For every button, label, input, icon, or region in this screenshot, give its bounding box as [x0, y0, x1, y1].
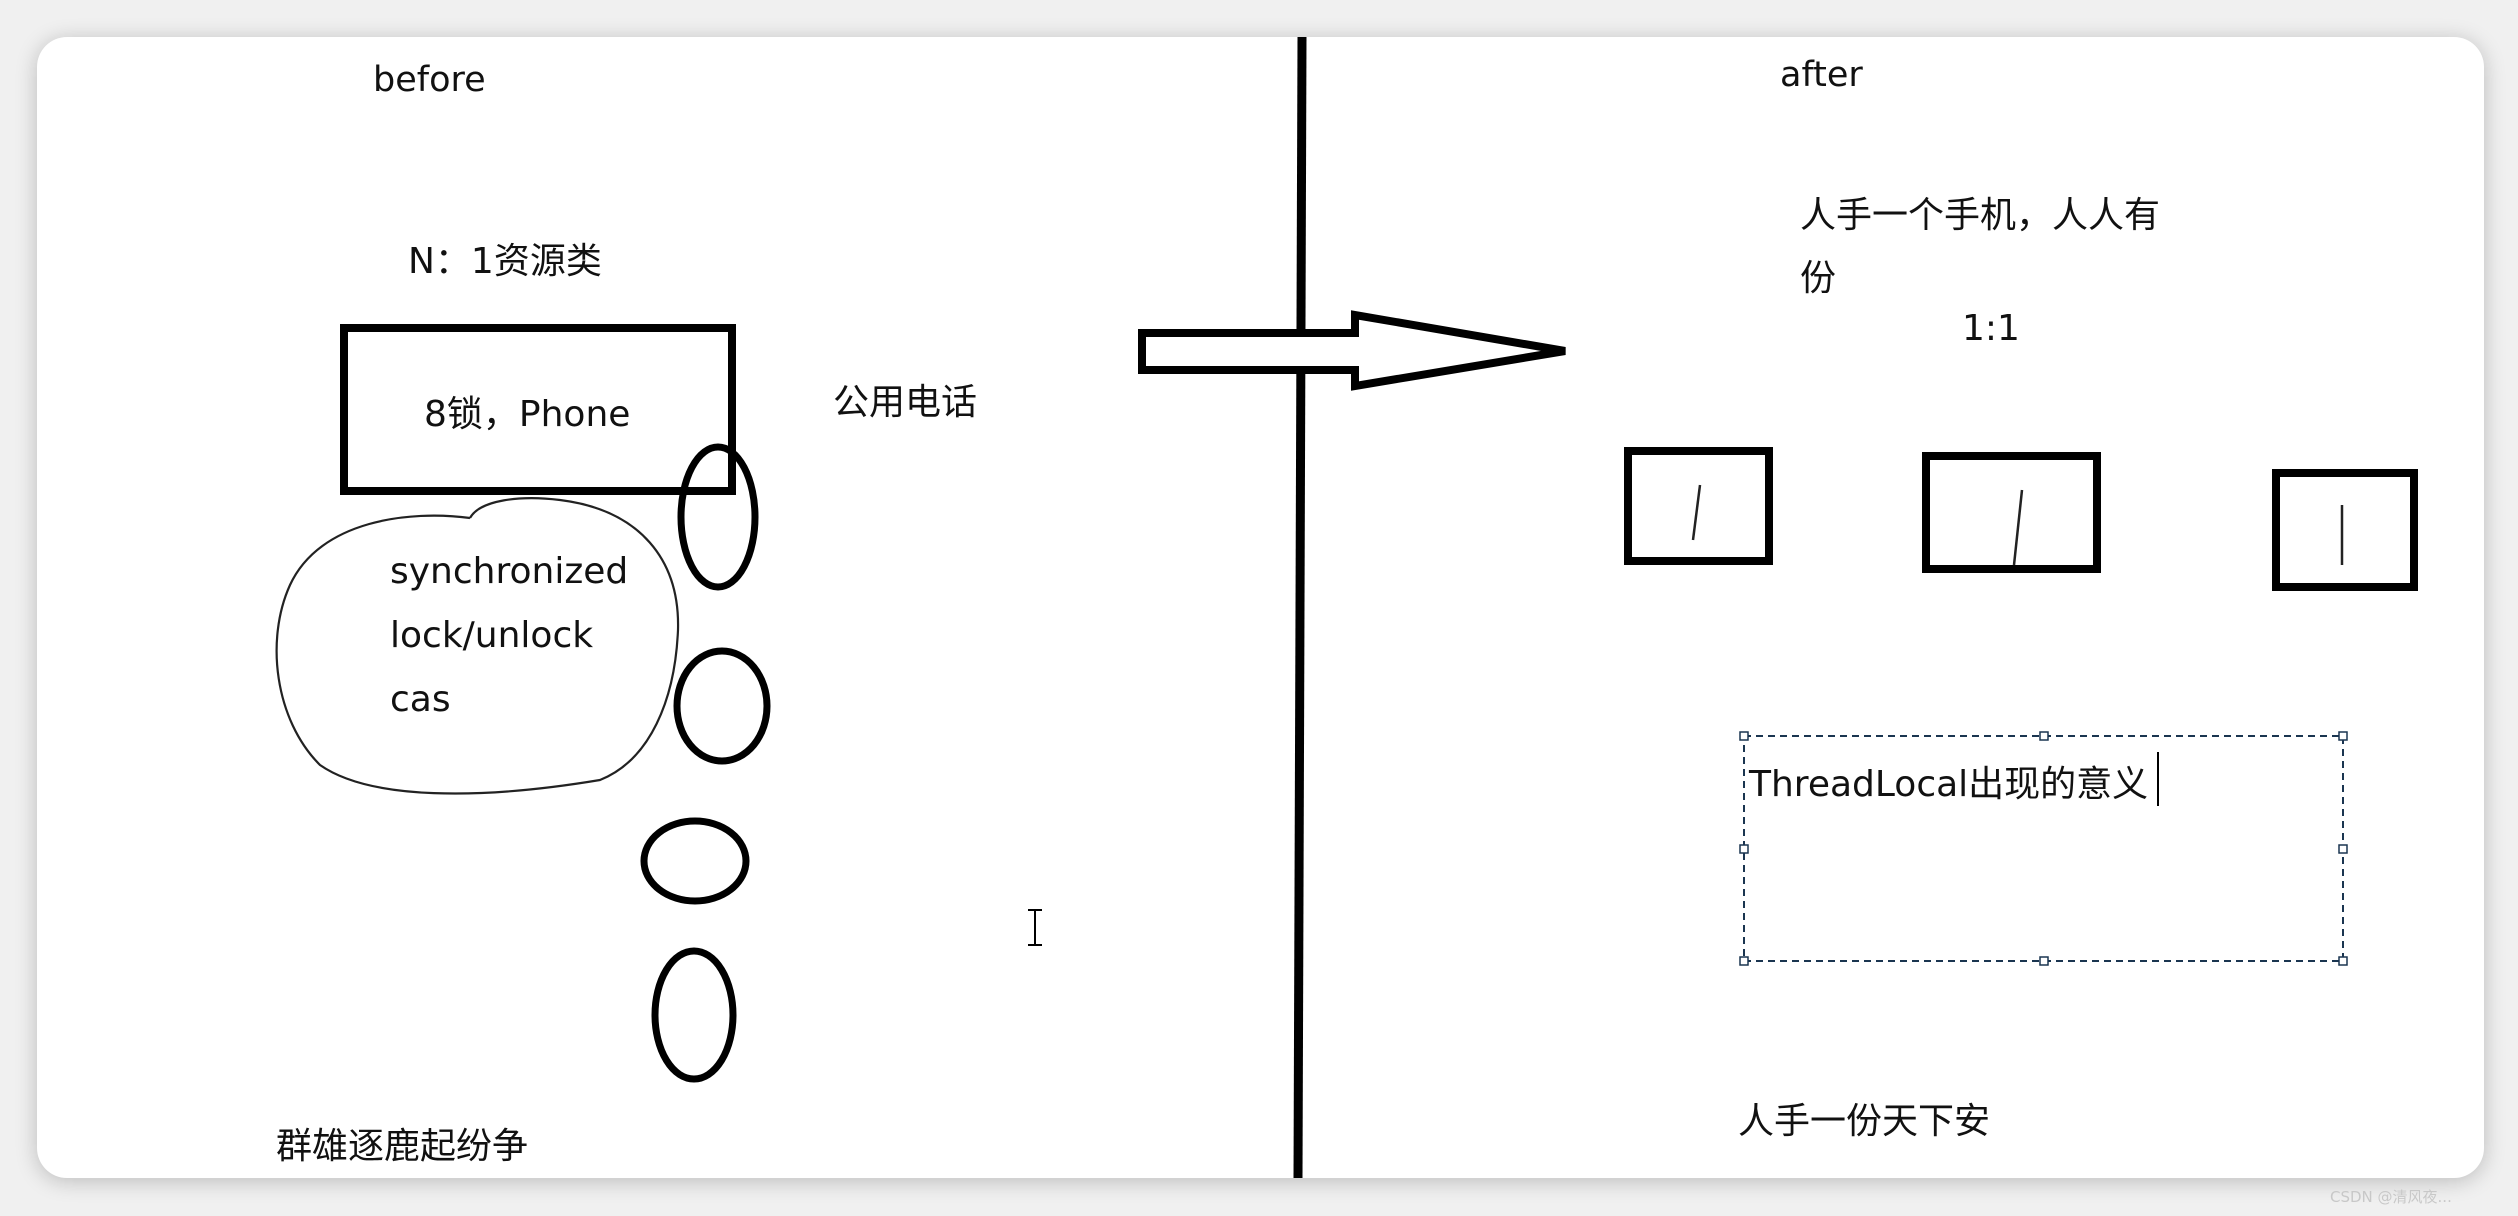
phone-box-1-mark [1691, 484, 1702, 541]
lock-method-cas: cas [390, 679, 451, 720]
selection-handles [1739, 731, 2348, 966]
ratio-label-right: 1:1 [1962, 308, 2020, 349]
lock-loop [275, 497, 680, 795]
thread-oval-1 [677, 443, 759, 591]
divider-line [1293, 36, 1307, 1179]
thread-oval-4 [651, 947, 737, 1083]
ibeam-cursor-icon [1028, 909, 1042, 946]
public-phone-label: 公用电话 [833, 382, 978, 423]
threadlocal-textbox-text[interactable]: ThreadLocal出现的意义 [1749, 764, 2149, 805]
phone-box-1 [1624, 447, 1773, 565]
phone-box [340, 324, 736, 495]
before-title: before [373, 60, 486, 100]
phone-box-label: 8锁，Phone [424, 394, 631, 435]
right-footer: 人手一份天下安 [1738, 1101, 1991, 1142]
lock-method-lock-unlock: lock/unlock [390, 615, 594, 656]
arrow-right [1138, 310, 1566, 391]
phone-box-2-mark [2012, 489, 2024, 566]
watermark: CSDN @清风夜... [2330, 1188, 2452, 1206]
thread-oval-3 [640, 817, 750, 905]
drawing-canvas[interactable] [37, 37, 2484, 1178]
left-footer: 群雄逐鹿起纷争 [276, 1126, 529, 1167]
ratio-label-left: N：1资源类 [408, 241, 602, 282]
after-title: after [1780, 55, 1863, 95]
after-desc-line2: 份 [1800, 258, 1837, 299]
thread-oval-2 [673, 647, 771, 765]
phone-box-3 [2272, 469, 2418, 591]
phone-box-2 [1922, 452, 2101, 573]
after-desc-line1: 人手一个手机，人人有 [1800, 195, 2161, 236]
lock-method-synchronized: synchronized [390, 551, 629, 592]
